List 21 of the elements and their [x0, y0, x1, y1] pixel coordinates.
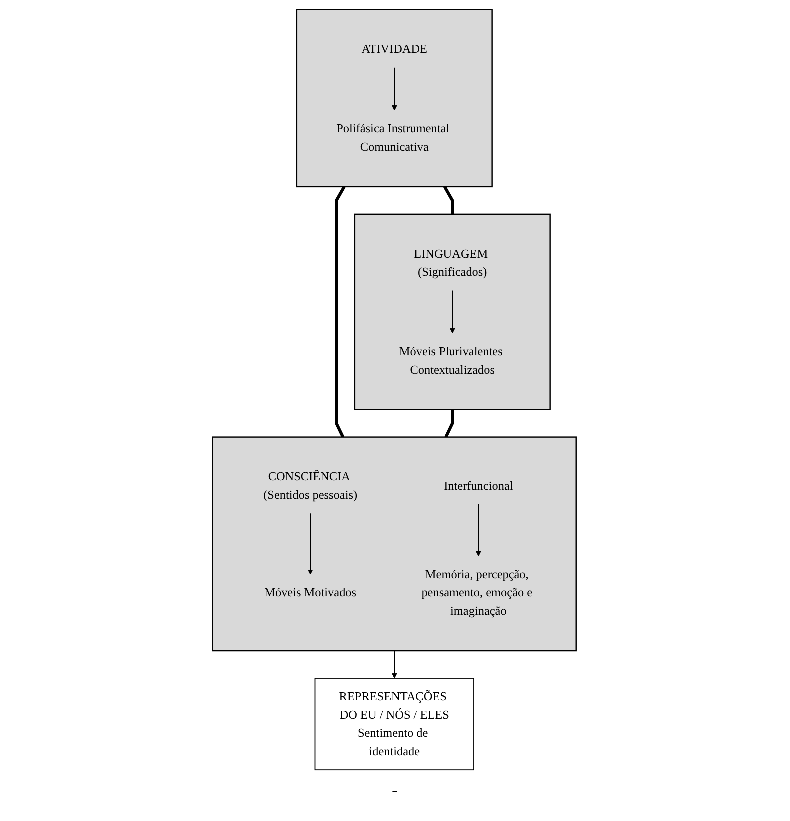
arrow [450, 290, 456, 334]
node-text: Memória, percepção, pensamento, emoção e imaginação [422, 568, 533, 618]
connector [444, 186, 455, 214]
dash-label: - [392, 780, 398, 800]
node-text: ATIVIDADE [362, 42, 428, 56]
cluster [354, 214, 552, 410]
cluster [296, 9, 494, 188]
arrow [308, 513, 314, 575]
arrow [476, 504, 482, 557]
node-text: LINGUAGEM (Significados) [414, 247, 488, 280]
connector [445, 410, 455, 438]
node-text: Móveis Motivados [264, 586, 357, 600]
node-box: REPRESENTAÇÕES DO EU / NÓS / ELES Sentimento de identidade [315, 678, 475, 771]
arrow [392, 67, 398, 111]
node-text: Móveis Plurivalentes Contextualizados [400, 345, 504, 377]
cluster [212, 436, 578, 652]
arrow [392, 650, 398, 679]
node-text: Interfuncional [444, 479, 514, 493]
connector [335, 186, 346, 438]
node-text: CONSCIÊNCIA (Sentidos pessoais) [264, 470, 358, 502]
node-text: Polifásica Instrumental Comunicativa [337, 122, 450, 154]
